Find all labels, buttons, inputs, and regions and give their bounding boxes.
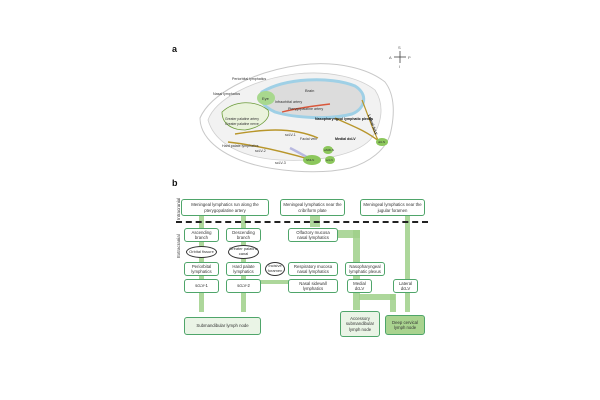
box-respiratory-mucosa: Respiratory mucosa nasal lymphatics: [288, 262, 338, 276]
box-medial-dclv: Medial dcLV: [347, 279, 372, 293]
panel-b-label: b: [172, 178, 178, 188]
label-nasopharyngeal: Nasopharyngeal lymphatic plexus: [315, 117, 373, 121]
label-facial-vein: Facial vein: [300, 137, 317, 141]
dcln-node: [376, 138, 388, 146]
box-submandibular-lymph-node: Submandibular lymph node: [184, 317, 261, 335]
flow-connector: [359, 294, 395, 300]
oval-orbital-fissure: Orbital fissure: [186, 246, 217, 258]
oval-greater-palatine-canal: Greater palatine canal: [228, 245, 259, 259]
box-accessory-submandibular: Accessory submandibular lymph node: [340, 311, 380, 337]
box-sclv-1: scLV-1: [184, 279, 219, 293]
label-hard-palate: Hard palate lymphatics: [222, 144, 259, 148]
box-lateral-dclv: Lateral dcLV: [393, 279, 418, 293]
box-meningeal-pterygopalatine: Meningeal lymphatics run along the ptery…: [181, 199, 269, 216]
pterygopalatine-artery: [281, 103, 331, 113]
box-nasal-sidewall: Nasal sidewall lymphatics: [288, 279, 338, 293]
box-meningeal-jugular: Meningeal lymphatics near the jugular fo…: [360, 199, 425, 216]
label-sclv1: scLV-1: [285, 133, 296, 137]
label-nasal: Nasal lymphatics: [213, 92, 240, 96]
nasal-lymphatic-network: [221, 102, 270, 131]
eye-region: [257, 91, 275, 105]
oval-incisive-foramen: Incisive foramen: [265, 262, 285, 276]
label-sclv3: scLV-3: [275, 161, 286, 165]
compass-down: I: [399, 64, 400, 69]
intracranial-boundary-line: [176, 221, 428, 223]
flow-connector: [241, 207, 246, 312]
flow-connector: [310, 207, 320, 227]
dclv-vessel: [334, 117, 381, 143]
label-sclv2: scLV-2: [255, 149, 266, 153]
compass-up: S: [398, 45, 401, 50]
compass-right: P: [408, 55, 411, 60]
box-sclv-2: scLV-2: [226, 279, 261, 293]
scln-node: [325, 156, 335, 164]
asmln-node: [323, 146, 333, 154]
label-asmln: aSMLN: [324, 148, 334, 152]
box-descending-branch: Descending branch: [226, 228, 261, 242]
flow-connector: [390, 294, 396, 312]
scLV-2-vessel: [227, 141, 313, 161]
label-lateral-dclv: Lateral dcLV: [367, 114, 378, 136]
box-meningeal-cribriform: Meningeal lymphatics near the cribriform…: [280, 199, 345, 216]
extracranial-label: Extracranial: [176, 234, 181, 258]
flow-connector: [320, 230, 360, 238]
compass-icon: [394, 51, 406, 63]
label-infraorbital: Infraorbital artery: [275, 100, 302, 104]
scLV-1-vessel: [234, 129, 319, 139]
label-dcln: dcLN: [378, 140, 385, 144]
label-eye: Eye: [262, 96, 270, 101]
box-olfactory-mucosa: Olfactory mucosa nasal lymphatics: [288, 228, 338, 242]
label-gp-artery: Greater palatine artery: [225, 117, 259, 121]
box-ascending-branch: Ascending branch: [184, 228, 219, 242]
facial-vein: [289, 146, 313, 162]
label-medial-dclv: Medial dcLV: [335, 137, 356, 141]
label-periorbital: Periorbital lymphatics: [232, 77, 266, 81]
smln-node: [303, 155, 321, 165]
skull-outline: [207, 72, 382, 161]
head-outline: [199, 63, 394, 173]
flow-connector: [199, 207, 204, 312]
lateral-dclv-vessel: [361, 99, 379, 141]
flow-connector: [260, 280, 290, 284]
panel-a-label: a: [172, 44, 178, 54]
box-nasopharyngeal-plexus: Nasopharyngeal lymphatic plexus: [345, 262, 385, 276]
compass-left: A: [389, 55, 392, 60]
brain-region: [259, 78, 366, 120]
label-scln: scLN: [326, 158, 333, 162]
label-brain: Brain: [305, 88, 314, 93]
label-pterygopalatine: Pterygopalatine artery: [288, 107, 323, 111]
box-periorbital-lymphatics: Periorbital lymphatics: [184, 262, 219, 276]
label-smln: SMLN: [306, 158, 314, 162]
box-deep-cervical-lymph-node: Deep cervical lymph node: [385, 315, 425, 335]
flow-connector: [405, 207, 410, 312]
box-hard-palate-lymphatics: Hard palate lymphatics: [226, 262, 261, 276]
label-gp-nerve: Greater palatine nerve: [225, 122, 259, 126]
